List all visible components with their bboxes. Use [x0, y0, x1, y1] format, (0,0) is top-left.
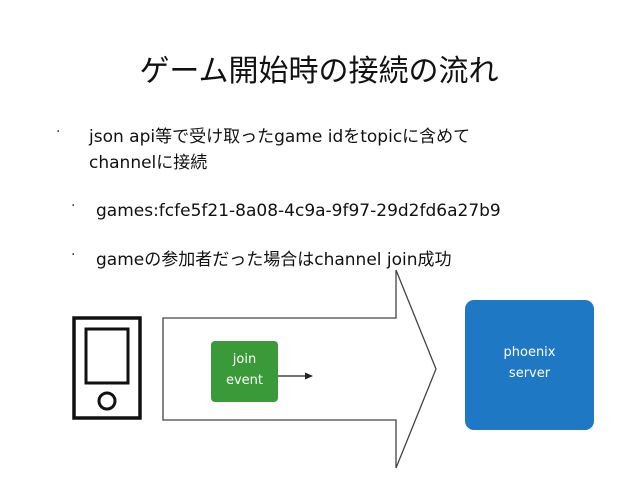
sub-bullet-topic: games:fcfe5f21-8a08-4c9a-9f97-29d2fd6a27… [96, 201, 501, 221]
phoenix-server-box [465, 300, 594, 430]
slide-title: ゲーム開始時の接続の流れ [139, 54, 499, 89]
sub-bullet-join: gameの参加者だった場合はchannel join成功 [96, 250, 452, 270]
join-event-label-line2: event [225, 373, 264, 388]
flow-arrow [162, 269, 437, 469]
bullet-marker: · [56, 124, 61, 140]
phoenix-server-label-line2: server [508, 366, 551, 381]
smartphone-icon [72, 316, 142, 420]
sub-bullet-marker: · [71, 247, 76, 263]
bullet-line-1: json api等で受け取ったgame idをtopicに含めて [89, 127, 471, 147]
sub-bullet-marker: · [71, 198, 76, 214]
bullet-line-2: channelに接続 [89, 153, 208, 173]
event-arrow-head [305, 372, 313, 380]
phoenix-server-label-line1: phoenix [503, 345, 556, 360]
join-event-box [211, 341, 278, 402]
join-event-label-line1: join [232, 352, 257, 367]
